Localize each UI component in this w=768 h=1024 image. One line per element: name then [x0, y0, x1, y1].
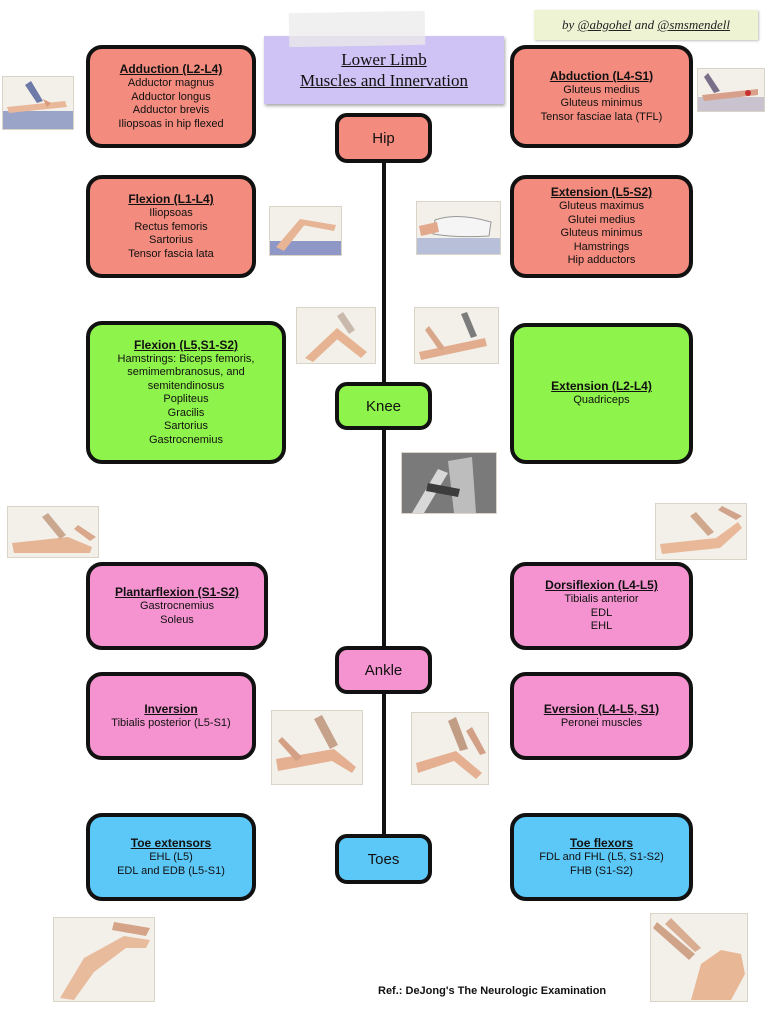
muscle-item: Iliopsoas in hip flexed: [118, 117, 224, 130]
hip-flexion-box: Flexion (L1-L4) Iliopsoas Rectus femoris…: [86, 175, 256, 278]
credit-by: by: [562, 17, 575, 32]
central-connector-line: [382, 160, 386, 836]
box-heading: Plantarflexion (S1-S2): [114, 585, 240, 599]
box-heading: Extension (L5-S2): [550, 185, 653, 200]
muscle-item: FDL and FHL (L5, S1-S2): [539, 851, 664, 863]
reference-citation: Ref.: DeJong's The Neurologic Examinatio…: [378, 985, 607, 997]
inversion-exam-photo: [271, 710, 363, 785]
title-line-2: Muscles and Innervation: [299, 71, 469, 90]
author-handle-1[interactable]: @abgohel: [577, 17, 632, 32]
ankle-inversion-box: Inversion Tibialis posterior (L5-S1): [86, 672, 256, 760]
muscle-item: Gluteus maximus: [559, 200, 644, 213]
page-title: Lower Limb Muscles and Innervation: [264, 36, 504, 104]
credit-and: and: [634, 17, 655, 32]
muscle-item: Adductor longus: [131, 90, 211, 103]
muscle-item: Popliteus: [163, 393, 209, 406]
muscle-item: Tensor fasciae lata (TFL): [540, 110, 663, 123]
muscle-item: FHB (S1-S2): [570, 864, 633, 877]
knee-flexion-exam-photo: [296, 307, 376, 364]
hip-adduction-box: Adduction (L2-L4) Adductor magnus Adduct…: [86, 45, 256, 148]
knee-extension-box: Extension (L2-L4) Quadriceps: [510, 323, 693, 464]
muscle-item: Adductor magnus: [127, 77, 215, 89]
muscle-item: Adductor brevis: [132, 104, 210, 116]
muscle-item: EDL and EDB (L5-S1): [117, 864, 225, 877]
muscle-item: Sartorius: [163, 420, 209, 433]
muscle-item: Peronei muscles: [560, 716, 643, 729]
muscle-item: EHL: [590, 620, 613, 633]
muscle-item: Rectus femoris: [134, 220, 208, 233]
box-heading: Flexion (L5,S1-S2): [133, 337, 239, 352]
ankle-eversion-box: Eversion (L4-L5, S1) Peronei muscles: [510, 672, 693, 760]
ankle-dorsiflexion-box: Dorsiflexion (L4-L5) Tibialis anterior E…: [510, 562, 693, 650]
ankle-plantarflexion-box: Plantarflexion (S1-S2) Gastrocnemius Sol…: [86, 562, 268, 650]
knee-extension-exam-photo: [414, 307, 499, 364]
knee-exam-bw-photo: [401, 452, 497, 514]
hip-abduction-box: Abduction (L4-S1) Gluteus medius Gluteus…: [510, 45, 693, 148]
hip-extension-box: Extension (L5-S2) Gluteus maximus Glutei…: [510, 175, 693, 278]
toe-extension-exam-photo: [53, 917, 155, 1002]
muscle-item: Hip adductors: [567, 254, 636, 267]
box-heading: Adduction (L2-L4): [119, 62, 223, 76]
toe-flexion-exam-photo: [650, 913, 748, 1002]
muscle-item: EHL (L5): [149, 851, 193, 863]
muscle-item: Gluteus minimus: [560, 227, 643, 240]
hip-node: Hip: [335, 113, 432, 163]
muscle-item: Gastrocnemius: [140, 600, 214, 612]
muscle-item: semitendinosus: [147, 379, 225, 392]
muscle-item: Hamstrings: [573, 240, 630, 253]
muscle-item: Soleus: [160, 613, 194, 626]
muscle-item: Gluteus minimus: [560, 97, 643, 110]
muscle-item: Tibialis anterior: [564, 593, 639, 606]
adduction-exam-photo: [2, 76, 74, 130]
eversion-exam-photo: [411, 712, 489, 785]
muscle-item: Glutei medius: [567, 213, 636, 226]
toes-node: Toes: [335, 834, 432, 884]
box-heading: Toe flexors: [569, 836, 634, 850]
muscle-item: Hamstrings: Biceps femoris,: [117, 352, 255, 365]
box-heading: Extension (L2-L4): [551, 379, 652, 394]
box-heading: Eversion (L4-L5, S1): [543, 701, 660, 716]
muscle-item: EDL: [590, 606, 613, 619]
title-line-1: Lower Limb: [341, 50, 427, 69]
hip-flexion-exam-photo: [269, 206, 342, 256]
muscle-item: Gracilis: [167, 406, 205, 419]
toe-extensors-box: Toe extensors EHL (L5) EDL and EDB (L5-S…: [86, 813, 256, 901]
box-heading: Toe extensors: [130, 836, 212, 850]
muscle-item: semimembranosus, and: [127, 366, 245, 379]
plantarflexion-exam-photo: [7, 506, 99, 558]
box-heading: Dorsiflexion (L4-L5): [545, 578, 658, 593]
muscle-item: Gluteus medius: [563, 83, 640, 96]
muscle-item: Tibialis posterior (L5-S1): [111, 716, 231, 729]
dorsiflexion-exam-photo: [655, 503, 747, 560]
box-heading: Inversion: [144, 701, 198, 716]
credit-banner: by @abgohel and @smsmendell: [534, 10, 758, 40]
box-heading: Abduction (L4-S1): [549, 68, 654, 83]
abduction-exam-photo: [697, 68, 765, 112]
author-handle-2[interactable]: @smsmendell: [657, 17, 730, 32]
ankle-node: Ankle: [335, 646, 432, 694]
muscle-item: Sartorius: [148, 234, 194, 246]
muscle-item: Gastrocnemius: [149, 433, 223, 446]
muscle-item: Quadriceps: [573, 394, 630, 407]
knee-flexion-box: Flexion (L5,S1-S2) Hamstrings: Biceps fe…: [86, 321, 286, 464]
knee-node: Knee: [335, 382, 432, 430]
muscle-item: Tensor fascia lata: [128, 247, 214, 260]
toe-flexors-box: Toe flexors FDL and FHL (L5, S1-S2) FHB …: [510, 813, 693, 901]
box-heading: Flexion (L1-L4): [128, 192, 214, 206]
muscle-item: Iliopsoas: [149, 207, 193, 219]
tape-decoration: [288, 10, 426, 48]
hip-extension-exam-photo: [416, 201, 501, 255]
